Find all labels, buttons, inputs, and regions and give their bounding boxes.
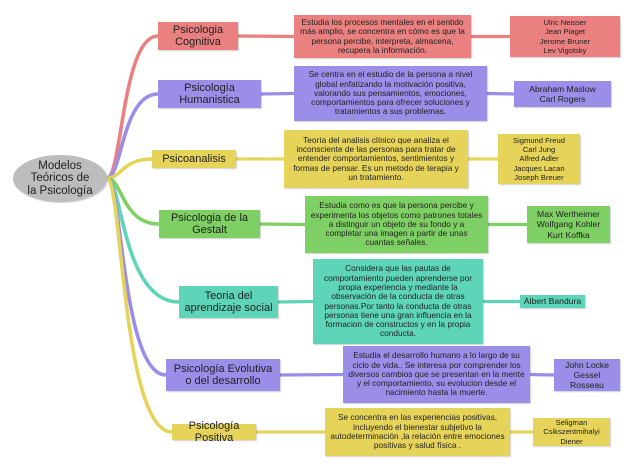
branch-title-psicoanalisis[interactable]: Psicoanalisis <box>152 150 236 168</box>
author-name: Gessel <box>573 369 601 380</box>
branch-title-gestalt[interactable]: Psicologia de la Gestalt <box>159 210 260 238</box>
author-name: Albert Bandura <box>523 296 582 307</box>
desc-link-humanistica <box>259 91 296 96</box>
author-name: Ulric Neisser <box>543 18 587 28</box>
branch-description-cognitiva-text: Estudia los procesos mentales en el sent… <box>300 16 465 55</box>
branch-link-positiva <box>105 176 174 434</box>
branch-title-cognitiva-text: Psicologia Cognitiva <box>172 23 224 48</box>
branch-link-cognitiva <box>105 34 160 180</box>
branch-title-psicoanalisis-text: Psicoanalisis <box>162 152 226 165</box>
branch-title-humanistica-text: Psicología Humanistica <box>179 81 240 106</box>
branch-title-aprendizaje[interactable]: Teoria del aprendizaje social <box>179 286 278 318</box>
author-name: Carl Rogers <box>539 94 586 104</box>
desc-link-evolutiva <box>278 372 345 377</box>
branch-description-psicoanalisis[interactable]: Teoría del analisis clínico que analiza … <box>284 130 468 188</box>
author-name: Kurt Koffka <box>547 229 590 240</box>
branch-description-positiva[interactable]: Se concentra en las experiencias positiv… <box>325 408 510 456</box>
author-name: Jerome Bruner <box>539 36 591 46</box>
root-label: Modelos Teóricos de la Psicología <box>27 159 93 197</box>
branch-title-gestalt-text: Psicologia de la Gestalt <box>170 211 249 236</box>
author-name: Wolfgang Kohler <box>536 219 601 230</box>
author-name: Lev Vigotsky <box>543 45 587 55</box>
branch-title-evolutiva[interactable]: Psicología Evolutiva o del desarrollo <box>166 359 280 391</box>
author-name: Csikszentmihalyi <box>543 427 600 437</box>
author-name: Alfred Adler <box>519 154 559 164</box>
author-name: Rosseau <box>570 380 604 391</box>
author-name: Abraham Maslow <box>529 83 596 94</box>
branch-title-aprendizaje-text: Teoria del aprendizaje social <box>184 289 273 314</box>
branch-description-humanistica-text: Se centra en el estudio de la persona a … <box>308 69 473 117</box>
branch-description-evolutiva-text: Estudia el desarrollo humano a lo largo … <box>348 350 525 398</box>
branch-title-positiva-text: Psicología Positiva <box>188 419 240 444</box>
authors-link-evolutiva <box>528 372 556 377</box>
root-node[interactable]: Modelos Teóricos de la Psicología <box>13 155 107 202</box>
author-name: John Locke <box>565 359 609 370</box>
author-name: Jacques Lacan <box>513 163 565 173</box>
branch-description-gestalt-text: Estudia como es que la persona percibe y… <box>310 200 483 248</box>
desc-link-aprendizaje <box>276 299 315 304</box>
author-name: Max Wertheimer <box>537 209 600 220</box>
branch-description-aprendizaje[interactable]: Considera que las pautas de comportamien… <box>313 259 483 344</box>
author-name: Sigmund Freud <box>513 136 565 146</box>
branch-description-gestalt[interactable]: Estudia como es que la persona percibe y… <box>305 196 488 253</box>
branch-description-aprendizaje-text: Considera que las pautas de comportamien… <box>323 263 473 339</box>
author-name: Carl Jung <box>522 145 556 155</box>
branch-title-cognitiva[interactable]: Psicologia Cognitiva <box>158 22 238 50</box>
branch-title-positiva[interactable]: Psicología Positiva <box>172 420 256 444</box>
authors-link-humanistica <box>485 91 516 96</box>
desc-link-gestalt <box>258 222 307 227</box>
branch-description-psicoanalisis-text: Teoría del analisis clínico que analiza … <box>293 134 459 182</box>
branch-link-humanistica <box>105 92 160 180</box>
branch-title-evolutiva-text: Psicología Evolutiva o del desarrollo <box>173 362 273 387</box>
author-name: Joseph Breuer <box>514 172 564 182</box>
branch-description-cognitiva[interactable]: Estudia los procesos mentales en el sent… <box>294 15 471 58</box>
author-name: Seligman <box>555 418 588 428</box>
author-name: Diener <box>560 436 583 446</box>
branch-description-positiva-text: Se concentra en las experiencias positiv… <box>330 412 505 451</box>
author-name: Jean Piaget <box>544 27 586 37</box>
desc-link-cognitiva <box>236 34 296 39</box>
branch-authors-aprendizaje[interactable]: Albert Bandura <box>520 295 585 308</box>
branch-description-evolutiva[interactable]: Estudia el desarrollo humano a lo largo … <box>343 346 530 403</box>
branch-title-humanistica[interactable]: Psicología Humanistica <box>158 80 261 108</box>
branch-description-humanistica[interactable]: Se centra en el estudio de la persona a … <box>294 66 487 121</box>
